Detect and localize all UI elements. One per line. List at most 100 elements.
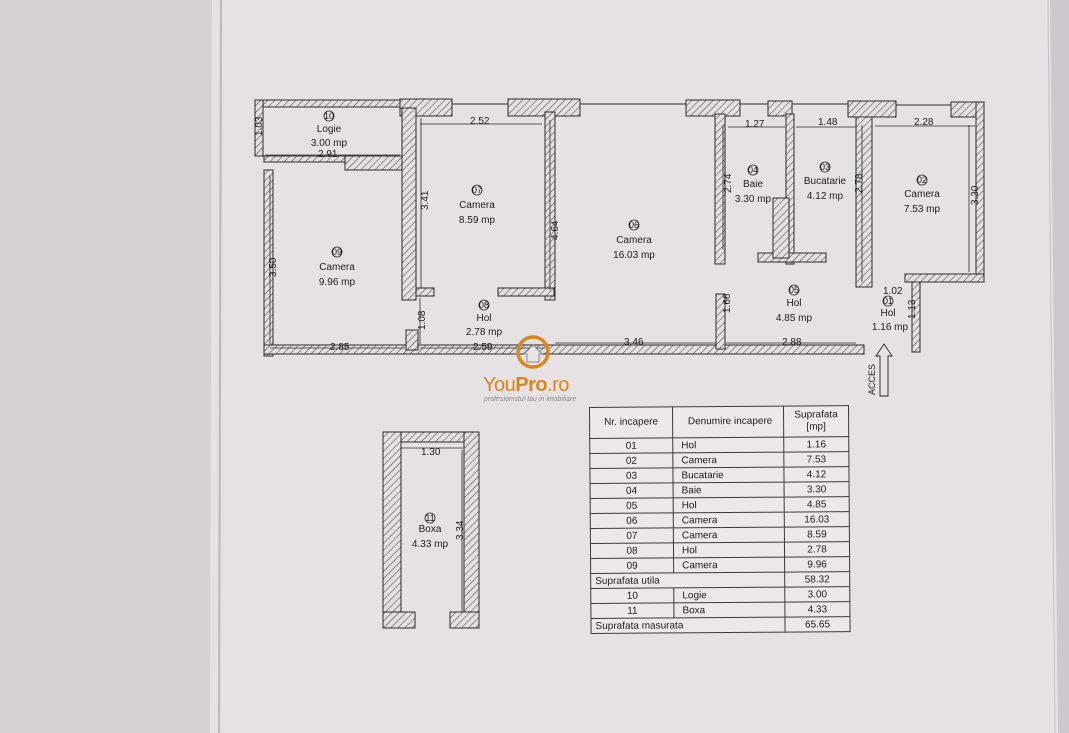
- svg-text:8.59 mp: 8.59 mp: [459, 215, 496, 226]
- cell-area: 16.03: [784, 511, 850, 528]
- room-camera-07: 07 Camera 8.59 mp: [459, 184, 496, 226]
- svg-text:Camera: Camera: [904, 189, 940, 200]
- dimension-lines: [265, 118, 975, 615]
- boxa-walls: [382, 431, 480, 629]
- svg-text:02: 02: [917, 175, 927, 185]
- svg-text:1.27: 1.27: [745, 119, 765, 130]
- svg-text:10: 10: [324, 111, 334, 121]
- cell-nr: 01: [589, 437, 673, 454]
- room-camera-02: 02 Camera 7.53 mp: [904, 174, 941, 215]
- logo-text: YouPro.ro: [483, 374, 569, 396]
- svg-text:2.28: 2.28: [914, 117, 934, 128]
- cell-area: 3.00: [784, 586, 850, 603]
- svg-text:2.52: 2.52: [470, 116, 490, 127]
- svg-text:Hol: Hol: [476, 313, 491, 324]
- svg-text:1.48: 1.48: [818, 117, 838, 128]
- svg-text:Bucatarie: Bucatarie: [804, 176, 847, 187]
- cell-name: Hol: [673, 542, 785, 558]
- cell-area: 2.78: [784, 541, 850, 558]
- cell-name: Bucatarie: [672, 467, 785, 483]
- cell-name: Hol: [673, 497, 785, 513]
- svg-text:2.74: 2.74: [723, 173, 734, 193]
- svg-text:3.00 mp: 3.00 mp: [311, 138, 348, 149]
- svg-text:Camera: Camera: [616, 235, 652, 246]
- cell-name: Baie: [673, 482, 785, 498]
- svg-text:Boxa: Boxa: [419, 524, 442, 535]
- svg-text:7.53 mp: 7.53 mp: [904, 204, 941, 215]
- svg-text:4.64: 4.64: [550, 220, 561, 240]
- room-hol-01: 01 Hol 1.16 mp: [872, 295, 909, 333]
- cell-area: 7.53: [783, 451, 849, 468]
- logo-mark: [516, 335, 550, 369]
- svg-text:2.85: 2.85: [330, 342, 350, 353]
- svg-text:ACCES: ACCES: [867, 364, 877, 395]
- svg-text:3.30 mp: 3.30 mp: [735, 194, 772, 205]
- cell-name: Logie: [673, 587, 785, 603]
- room-camera-09: 09 Camera 9.96 mp: [319, 246, 356, 288]
- room-bucatarie: 03 Bucatarie 4.12 mp: [804, 161, 847, 202]
- room-camera-06: 06 Camera 16.03 mp: [613, 219, 655, 261]
- svg-text:4.12 mp: 4.12 mp: [807, 191, 844, 202]
- cell-nr: 08: [590, 542, 674, 559]
- svg-text:1.30: 1.30: [421, 447, 441, 458]
- svg-text:06: 06: [629, 220, 639, 230]
- svg-text:04: 04: [748, 165, 758, 175]
- svg-text:1.13: 1.13: [907, 299, 918, 319]
- svg-text:11: 11: [425, 513, 434, 523]
- svg-text:3.34: 3.34: [455, 520, 466, 540]
- header-name: Denumire incapere: [672, 406, 784, 438]
- cell-name: Camera: [672, 452, 784, 468]
- svg-text:2.59: 2.59: [473, 342, 493, 353]
- svg-text:9.96 mp: 9.96 mp: [319, 277, 356, 288]
- svg-text:Camera: Camera: [459, 200, 495, 211]
- cell-name: Hol: [672, 437, 784, 453]
- room-logie: 10 Logie 3.00 mp: [311, 110, 348, 149]
- cell-area: 9.96: [784, 556, 850, 573]
- svg-text:Baie: Baie: [743, 179, 763, 190]
- svg-text:1.08: 1.08: [417, 310, 428, 330]
- cell-nr: 05: [590, 497, 674, 514]
- svg-text:2.78: 2.78: [854, 173, 865, 193]
- masurata-label: Suprafata masurata: [590, 617, 786, 634]
- room-hol-08: 08 Hol 2.78 mp: [466, 299, 503, 338]
- cell-name: Camera: [673, 557, 785, 573]
- svg-text:3.46: 3.46: [624, 337, 644, 348]
- utila-value: 58.32: [784, 571, 850, 588]
- cell-nr: 10: [590, 587, 674, 604]
- cell-area: 4.33: [784, 601, 850, 618]
- header-nr: Nr. incapere: [589, 406, 673, 439]
- cell-nr: 09: [590, 557, 674, 574]
- svg-text:Hol: Hol: [880, 308, 895, 319]
- svg-text:3.30: 3.30: [970, 185, 981, 205]
- room-boxa: 11 Boxa 4.33 mp: [412, 512, 449, 550]
- svg-text:Logie: Logie: [317, 124, 342, 135]
- svg-text:01: 01: [883, 296, 893, 306]
- svg-text:09: 09: [332, 247, 342, 257]
- table-header-row: Nr. incapere Denumire incapere Suprafata…: [589, 405, 849, 439]
- cell-nr: 11: [590, 602, 674, 619]
- svg-text:2.78 mp: 2.78 mp: [466, 327, 503, 338]
- cell-area: 4.12: [783, 466, 850, 483]
- cell-name: Camera: [673, 512, 785, 528]
- cell-nr: 07: [590, 527, 674, 544]
- cell-nr: 04: [590, 482, 674, 499]
- cell-area: 4.85: [784, 496, 850, 513]
- svg-text:1.03: 1.03: [254, 116, 265, 136]
- cell-nr: 06: [590, 512, 674, 529]
- dimension-labels: 1.03 2.91 2.52 3.41 3.50 4.64 1.27 2.74 …: [254, 116, 981, 540]
- acces-arrow: ACCES: [867, 343, 893, 397]
- table-row-masurata: Suprafata masurata 65.65: [590, 616, 851, 634]
- svg-text:3.50: 3.50: [268, 257, 279, 277]
- svg-text:1.16 mp: 1.16 mp: [872, 322, 909, 333]
- cell-name: Camera: [673, 527, 785, 543]
- cell-area: 8.59: [784, 526, 850, 543]
- cell-name: Boxa: [673, 602, 785, 618]
- room-hol-05: 05 Hol 4.85 mp: [776, 284, 813, 324]
- svg-text:4.85 mp: 4.85 mp: [776, 313, 813, 324]
- header-area: Suprafata [mp]: [783, 405, 849, 438]
- cell-area: 3.30: [784, 481, 850, 498]
